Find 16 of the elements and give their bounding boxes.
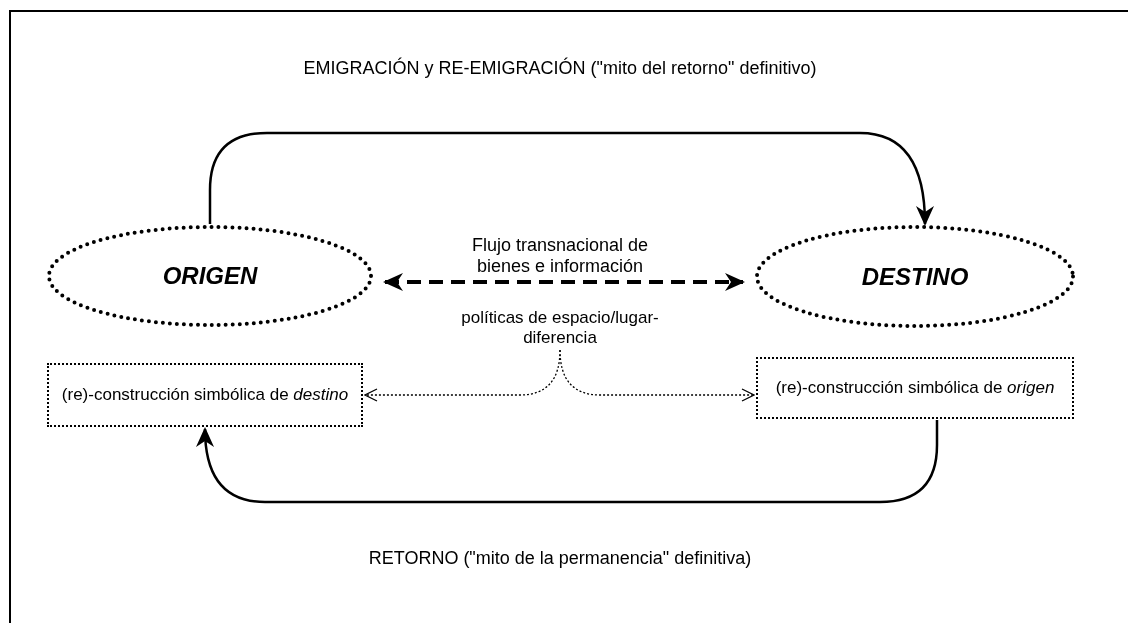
arrow (383, 273, 745, 291)
arrow (559, 349, 755, 402)
edge-label: Flujo transnacional de bienes e información (470, 235, 650, 277)
dotted-ellipse (47, 225, 373, 327)
edge-label: RETORNO ("mito de la permanencia" definitiva) (367, 548, 753, 569)
dotted-box (756, 357, 1074, 419)
arrow (208, 131, 934, 226)
dotted-box (47, 363, 363, 427)
box-text: (re)-construcción simbólica de destino (60, 385, 350, 405)
box-text: (re)-construcción simbólica de origen (774, 378, 1056, 398)
place-label: ORIGEN (161, 262, 259, 290)
edge-label: EMIGRACIÓN y RE-EMIGRACIÓN ("mito del retorno" definitivo) (302, 58, 818, 79)
dotted-ellipse (755, 225, 1075, 328)
arrow (196, 420, 939, 504)
policy-label: políticas de espacio/lugar-diferencia (460, 307, 660, 348)
place-label: DESTINO (860, 262, 970, 291)
